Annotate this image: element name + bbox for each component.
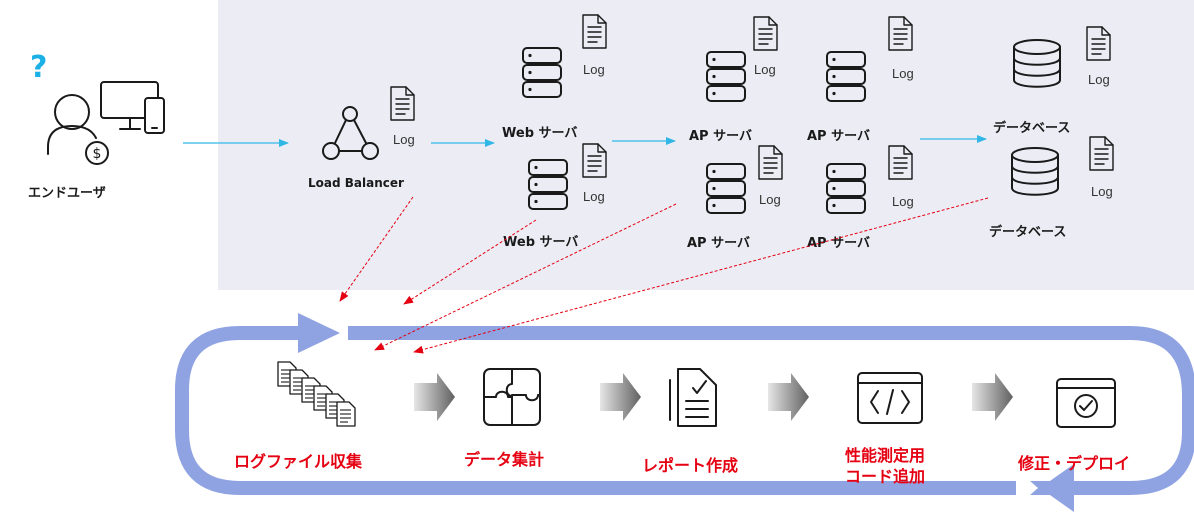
step-log-collection-label: ログファイル収集 [234,452,363,471]
database-1-label: データベース [993,120,1070,136]
request-flow-arrows [183,135,987,147]
database-2-label: データベース [989,224,1066,240]
svg-text:$: $ [93,146,102,162]
web-server-1-node: Log Web サーバ [502,14,607,141]
step-arrow-4 [972,373,1013,421]
ap-server-1-node: Log AP サーバ [689,16,778,144]
ap-server-3-node: Log AP サーバ [687,145,783,251]
ap-server-4-log: Log [892,194,914,209]
web-server-2-node: Log Web サーバ [503,143,607,250]
step-arrow-3 [768,373,809,421]
step-add-measurement-code: 性能測定用 コード追加 [845,372,925,486]
web-server-2-log: Log [583,189,605,204]
end-user-label: エンドユーザ [28,186,106,201]
step-fix-deploy-label: 修正・デプロイ [1017,454,1130,473]
ap-server-4-node: Log AP サーバ [807,145,914,251]
ap-server-2-log: Log [892,66,914,81]
question-mark: ? [30,50,47,85]
database-1-node: Log データベース [993,26,1111,136]
step-arrow-2 [600,373,641,421]
load-balancer-log: Log [393,132,415,147]
database-2-node: Log データベース [989,136,1114,240]
code-window-icon [857,372,923,424]
puzzle-icon [483,368,541,426]
step-add-measurement-code-label-1: 性能測定用 [845,446,925,465]
load-balancer-label: Load Balancer [308,176,404,190]
user-icon: $ [47,94,109,165]
ap-server-1-log: Log [754,62,776,77]
step-report-creation: レポート作成 [642,368,738,475]
system-panel [218,0,1194,290]
log-collection-arrows [339,196,989,354]
ap-server-1-label: AP サーバ [689,129,752,144]
devices-icon [100,81,165,134]
end-user-node: ? $ エンドユーザ [28,50,165,201]
step-data-aggregation-label: データ集計 [464,450,544,469]
checklist-icon [669,368,717,427]
ap-server-3-label: AP サーバ [687,236,750,251]
ap-server-2-label: AP サーバ [807,129,870,144]
step-log-collection: ログファイル収集 [234,361,363,471]
web-server-2-label: Web サーバ [503,235,578,250]
step-arrow-1 [414,373,455,421]
load-balancer-icon [322,106,379,160]
deploy-window-icon [1056,378,1116,428]
step-add-measurement-code-label-2: コード追加 [845,467,925,486]
database-1-log: Log [1088,72,1110,87]
step-report-creation-label: レポート作成 [642,456,738,475]
load-balancer-node: Log Load Balancer [308,86,415,190]
ap-server-2-node: Log AP サーバ [807,16,914,144]
ap-server-3-log: Log [759,192,781,207]
ap-server-4-label: AP サーバ [807,236,870,251]
web-server-1-log: Log [583,62,605,77]
web-server-1-label: Web サーバ [502,126,577,141]
step-fix-deploy: 修正・デプロイ [1017,378,1130,473]
step-data-aggregation: データ集計 [464,368,544,469]
improvement-cycle-loop [175,313,1194,512]
log-files-icon [277,361,356,427]
database-2-log: Log [1091,184,1113,199]
